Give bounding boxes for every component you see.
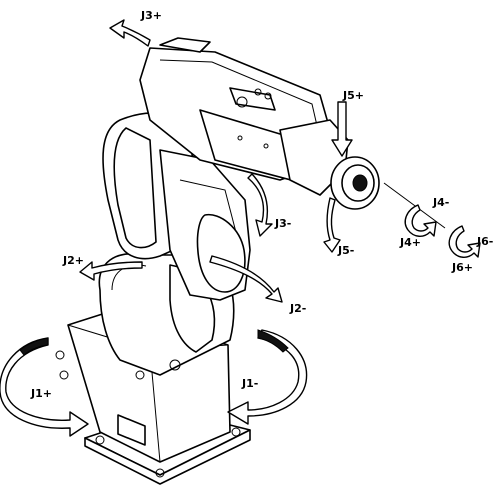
label-j1-minus: J1- — [242, 377, 259, 390]
label-j6-plus: J6+ — [452, 261, 473, 274]
upper-arm — [139, 37, 331, 186]
j5-plus-arrow — [331, 101, 353, 157]
j6-rotation-arrow — [448, 225, 481, 258]
label-j5-plus: J5+ — [343, 89, 364, 102]
label-j1-plus: J1+ — [31, 387, 52, 400]
label-j4-plus: J4+ — [400, 236, 421, 249]
label-j4-minus: J4- — [433, 196, 450, 209]
label-j2-minus: J2- — [290, 302, 307, 315]
j5-minus-arrow — [323, 197, 341, 253]
label-j5-minus: J5- — [338, 244, 355, 257]
label-j3-plus: J3+ — [141, 9, 162, 22]
label-j6-minus: J6- — [477, 235, 494, 248]
j4-rotation-arrow — [404, 204, 437, 237]
j2-minus-arrow — [209, 255, 283, 303]
j1-rotation-arrows — [0, 329, 308, 437]
j2-plus-arrow — [79, 261, 143, 281]
wrist-flange — [279, 119, 446, 229]
label-j3-minus: J3- — [275, 217, 292, 230]
label-j2-plus: J2+ — [63, 254, 84, 267]
j3-plus-arrow — [109, 19, 151, 47]
j3-minus-arrow — [247, 173, 273, 237]
